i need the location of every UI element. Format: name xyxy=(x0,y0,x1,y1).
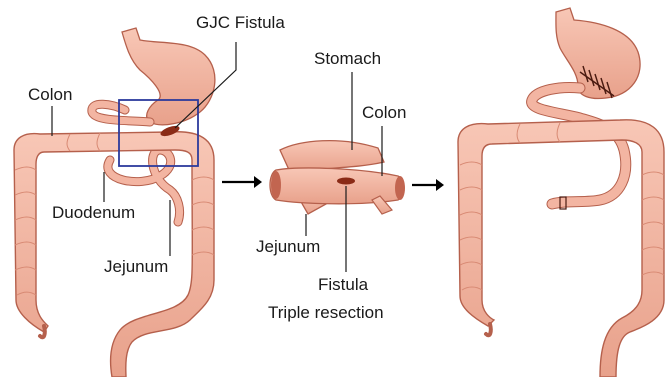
label-fistula: Fistula xyxy=(318,275,369,294)
label-jejunum-left: Jejunum xyxy=(104,257,168,276)
arrow-1 xyxy=(222,176,262,188)
label-jejunum-middle: Jejunum xyxy=(256,237,320,256)
small-bowel-after xyxy=(532,88,626,205)
stomach-segment xyxy=(280,141,384,172)
colon-cut-end-right xyxy=(395,176,405,200)
label-triple-resection: Triple resection xyxy=(268,303,384,322)
label-colon-left: Colon xyxy=(28,85,72,104)
label-duodenum: Duodenum xyxy=(52,203,135,222)
colon-cut-end-left xyxy=(271,171,281,199)
panel-resection xyxy=(270,141,405,214)
fistula-mark-resection xyxy=(337,178,355,185)
label-colon-middle: Colon xyxy=(362,103,406,122)
label-stomach: Stomach xyxy=(314,49,381,68)
panel-after xyxy=(458,8,664,377)
arrow-2 xyxy=(412,179,444,191)
stomach-before xyxy=(122,28,215,125)
colon-segment xyxy=(270,168,404,204)
colon-after xyxy=(458,120,664,377)
colon-before xyxy=(14,132,214,377)
label-gjc-fistula: GJC Fistula xyxy=(196,13,285,32)
